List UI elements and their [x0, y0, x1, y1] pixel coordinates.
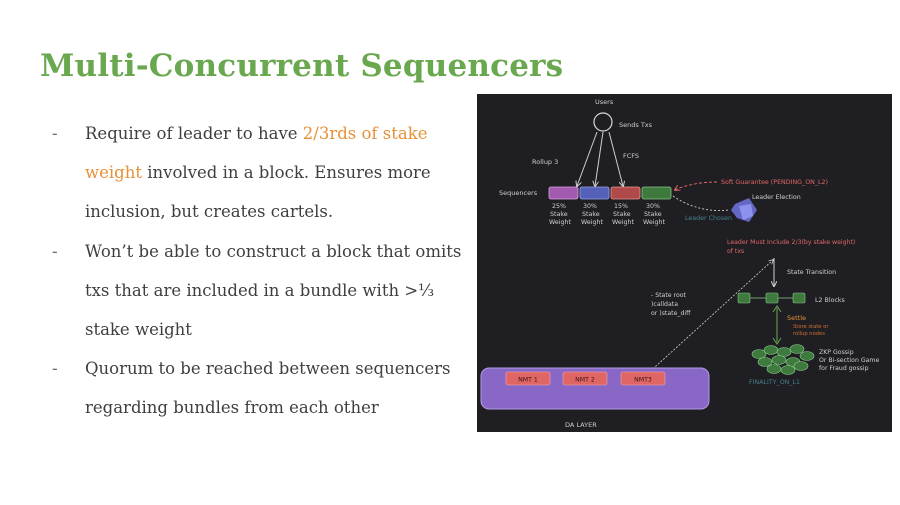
leader-chosen-arrow [672, 195, 730, 211]
sequencers-label: Sequencers [499, 189, 538, 197]
soft-guarantee-arrow [675, 181, 718, 190]
leader-icon [731, 198, 757, 222]
weight-label: Weight [549, 219, 571, 226]
sequencer-box [641, 186, 672, 200]
users-label: Users [595, 98, 614, 106]
bullet-text-post: involved in a block. Ensures more inclus… [85, 163, 431, 222]
l2-blocks [737, 292, 806, 304]
leader-must-label: Leader Must Include 2/3(by stake weight) [727, 239, 855, 246]
l2-block [765, 292, 779, 304]
store-label-2: rollup nodes [793, 331, 825, 337]
users-icon [593, 112, 613, 132]
l2-block [737, 292, 751, 304]
nmt-box [505, 371, 551, 386]
sends-txs-label: Sends Txs [619, 121, 653, 129]
bullet-item: - Won’t be able to construct a block tha… [52, 232, 472, 350]
zkp-label-2: Or Bi-section Game [819, 357, 879, 364]
diagram-canvas: Users Sends Txs FCFS Rollup 3 Sequencers… [480, 98, 879, 429]
bullet-text-pre: Require of leader to have [85, 124, 303, 143]
bullet-item: - Quorum to be reached between sequencer… [52, 349, 472, 427]
sequencer-box [610, 186, 641, 200]
stake-pct: 25% [552, 203, 566, 210]
settle-label: Settle [787, 314, 806, 322]
soft-guarantee-label: Soft Guarantee (PENDING_ON_L2) [721, 179, 828, 186]
bullet-marker: - [52, 241, 58, 261]
store-label: Store state or [793, 324, 829, 330]
bullet-list: - Require of leader to have 2/3rds of st… [52, 114, 472, 428]
slide-title: Multi-Concurrent Sequencers [40, 48, 564, 84]
finality-nodes [751, 344, 815, 375]
calldata-label: )calldata [651, 301, 678, 308]
leader-must-label-2: of txs [727, 248, 744, 255]
state-transition-label: State Transition [787, 269, 836, 276]
stake-label: Stake [644, 211, 662, 218]
sequencer-boxes [548, 186, 672, 200]
fcfs-label: FCFS [623, 152, 639, 160]
tx-arrow [595, 131, 604, 186]
bullet-text: Won’t be able to construct a block that … [85, 241, 462, 340]
nmt-label: NMT3 [634, 377, 652, 384]
l2-blocks-label: L2 Blocks [815, 297, 845, 304]
weight-label: Weight [581, 219, 603, 226]
nmt-box [620, 371, 666, 386]
stake-label: Stake [582, 211, 600, 218]
sequencer-box [548, 186, 579, 200]
l2-block [792, 292, 806, 304]
state-diff-label: or )state_diff [651, 310, 691, 317]
leader-chosen-label: Leader Chosen [685, 215, 732, 222]
tx-arrow [577, 131, 598, 186]
sequencer-box [579, 186, 610, 200]
nmt-box [562, 371, 608, 386]
tx-arrow [608, 131, 623, 186]
weight-label: Weight [612, 219, 634, 226]
da-layer-label: DA LAYER [565, 421, 597, 429]
stake-label: Stake [613, 211, 631, 218]
bullet-text: Require of leader to have 2/3rds of stak… [85, 114, 472, 232]
bullet-item: - Require of leader to have 2/3rds of st… [52, 114, 472, 232]
stake-pct: 15% [614, 203, 628, 210]
architecture-diagram: Users Sends Txs FCFS Rollup 3 Sequencers… [477, 94, 892, 432]
state-root-label: - State root [651, 292, 687, 299]
stake-weights: 25% Stake Weight 30% Stake Weight 15% St… [549, 203, 665, 226]
zkp-label: ZKP Gossip [819, 349, 854, 356]
leader-election-label: Leader Election [752, 194, 801, 201]
data-posting-arrow [644, 260, 773, 377]
stake-pct: 30% [583, 203, 597, 210]
bullet-highlight: 2/3rds of stake weight [85, 124, 428, 183]
stake-label: Stake [550, 211, 568, 218]
nmt-label: NMT 2 [575, 377, 595, 384]
finality-label: FINALITY_ON_L1 [749, 379, 800, 386]
nmt-label: NMT 1 [518, 377, 538, 384]
bullet-marker: - [52, 359, 58, 379]
rollup-label: Rollup 3 [532, 158, 558, 166]
zkp-label-3: for Fraud gossip [819, 365, 869, 372]
bullet-marker: - [52, 124, 58, 143]
bullet-text: Quorum to be reached between sequencers … [85, 359, 451, 418]
stake-pct: 30% [646, 203, 660, 210]
weight-label: Weight [643, 219, 665, 226]
